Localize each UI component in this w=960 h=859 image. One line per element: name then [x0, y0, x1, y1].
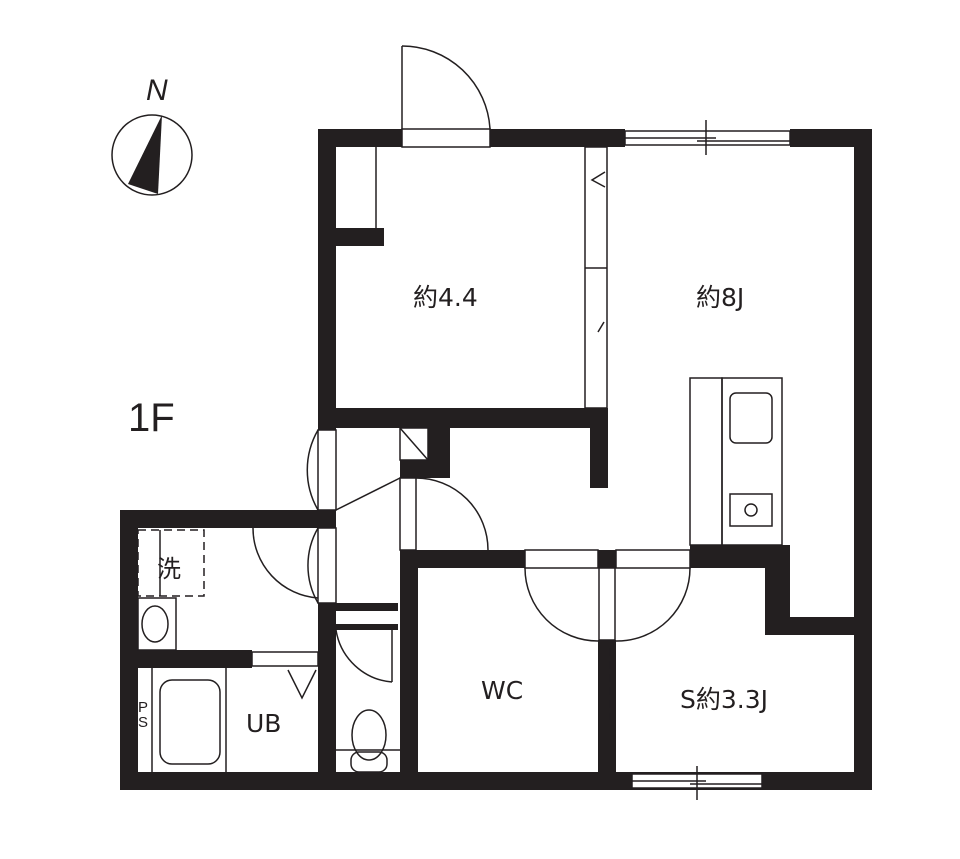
floor-label: 1F: [128, 396, 175, 440]
fixtures-and-doors: [137, 45, 791, 800]
walls: [120, 129, 872, 790]
room-label-western-room: 約4.4: [413, 283, 478, 312]
compass: [111, 114, 193, 196]
room-label-ldk: 約8J: [696, 283, 745, 312]
washing-machine-label: 洗: [157, 555, 181, 583]
room-label-wc: WC: [481, 676, 524, 705]
room-label-service-room: S約3.3J: [680, 685, 769, 714]
room-label-unit-bath: UB: [246, 709, 282, 738]
pipe-space-label: PS: [138, 699, 149, 731]
north-label: N: [146, 74, 168, 107]
